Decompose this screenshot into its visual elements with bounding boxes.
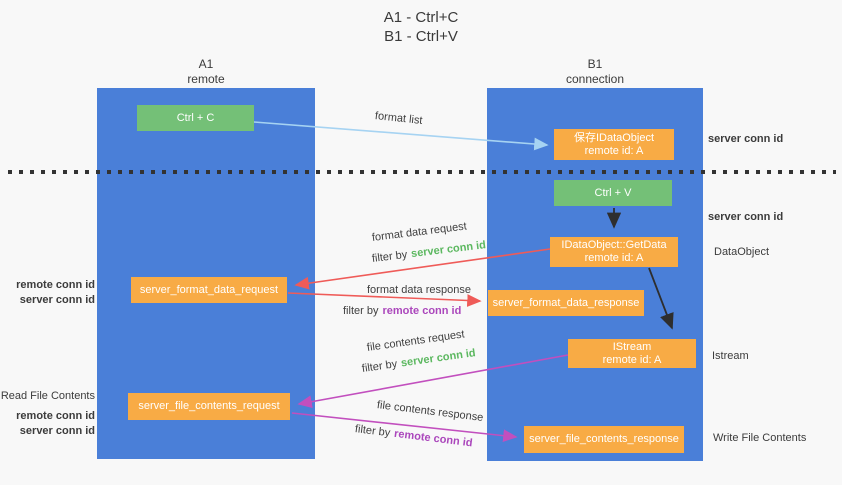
lane-header-b1: B1 connection	[487, 57, 703, 87]
right-label-server-conn-id-top: server conn id	[708, 133, 784, 145]
edge-label-format-data-request: format data request	[371, 220, 467, 244]
node-server-format-data-response: server_format_data_response	[488, 290, 644, 316]
node-server-format-data-request: server_format_data_request	[131, 277, 287, 303]
node-ctrl-c-label: Ctrl + C	[176, 111, 215, 124]
filter-by-text: filter by	[354, 423, 391, 440]
node-istream-line2: remote id: A	[602, 353, 662, 366]
left-label-read-file-contents: Read File Contents	[0, 390, 95, 402]
node-server-format-data-response-label: server_format_data_response	[492, 296, 640, 309]
title-line-1: A1 - Ctrl+C	[383, 9, 459, 26]
format-data-request-text: format data request	[371, 220, 468, 244]
phase-separator-dotted-line	[8, 170, 836, 174]
left-label-server-conn-id-bottom: server conn id	[19, 425, 95, 437]
left-label-remote-conn-id-bottom: remote conn id	[16, 410, 95, 422]
format-data-response-text: format data response	[367, 284, 471, 296]
lane-b1-name: B1	[587, 57, 603, 71]
remote-conn-id-text: remote conn id	[382, 305, 462, 317]
file-contents-response-text: file contents response	[376, 399, 484, 424]
left-label-remote-conn-id-top: remote conn id	[16, 279, 95, 291]
node-server-file-contents-response: server_file_contents_response	[524, 426, 684, 453]
node-idataobject-getdata: IDataObject::GetData remote id: A	[550, 237, 678, 267]
node-save-idataobject-line2: remote id: A	[584, 144, 644, 157]
node-ctrl-c: Ctrl + C	[137, 105, 254, 131]
filter-by-text: filter by	[343, 305, 379, 317]
node-save-idataobject-line1: 保存IDataObject	[573, 131, 655, 144]
diagram-title: A1 - Ctrl+C B1 - Ctrl+V	[0, 8, 842, 46]
node-getdata-line2: remote id: A	[584, 252, 644, 264]
lane-header-a1: A1 remote	[97, 57, 315, 87]
right-label-dataobject: DataObject	[714, 246, 770, 258]
lane-a1-subtitle: remote	[187, 72, 225, 86]
filter-by-text: filter by	[361, 358, 398, 375]
edge-label-file-contents-response: file contents response	[376, 399, 484, 424]
server-conn-id-text: server conn id	[410, 239, 487, 261]
remote-conn-id-text: remote conn id	[393, 427, 474, 450]
node-save-idataobject: 保存IDataObject remote id: A	[554, 129, 674, 160]
node-server-file-contents-response-label: server_file_contents_response	[529, 433, 679, 445]
node-server-format-data-request-label: server_format_data_request	[139, 283, 279, 296]
node-server-file-contents-request-label: server_file_contents_request	[138, 400, 280, 412]
edge-label-format-list: format list	[374, 110, 423, 127]
node-getdata-line1: IDataObject::GetData	[561, 239, 667, 251]
format-list-text: format list	[374, 110, 424, 127]
left-label-server-conn-id-top: server conn id	[19, 294, 95, 306]
node-istream-line1: IStream	[612, 340, 652, 353]
node-istream: IStream remote id: A	[568, 339, 696, 368]
server-conn-id-text: server conn id	[400, 347, 477, 370]
node-server-file-contents-request: server_file_contents_request	[128, 393, 290, 420]
title-line-2: B1 - Ctrl+V	[384, 28, 458, 45]
lane-a1-name: A1	[198, 57, 214, 71]
filter-by-text: filter by	[371, 248, 408, 265]
right-label-istream: Istream	[712, 350, 749, 362]
right-label-write-file-contents: Write File Contents	[713, 432, 807, 444]
node-ctrl-v-label: Ctrl + V	[594, 186, 632, 199]
right-label-server-conn-id-mid: server conn id	[708, 211, 784, 223]
lane-b1-subtitle: connection	[565, 72, 625, 86]
edge-label-format-data-response: format data response	[367, 284, 471, 296]
node-ctrl-v: Ctrl + V	[554, 180, 672, 206]
